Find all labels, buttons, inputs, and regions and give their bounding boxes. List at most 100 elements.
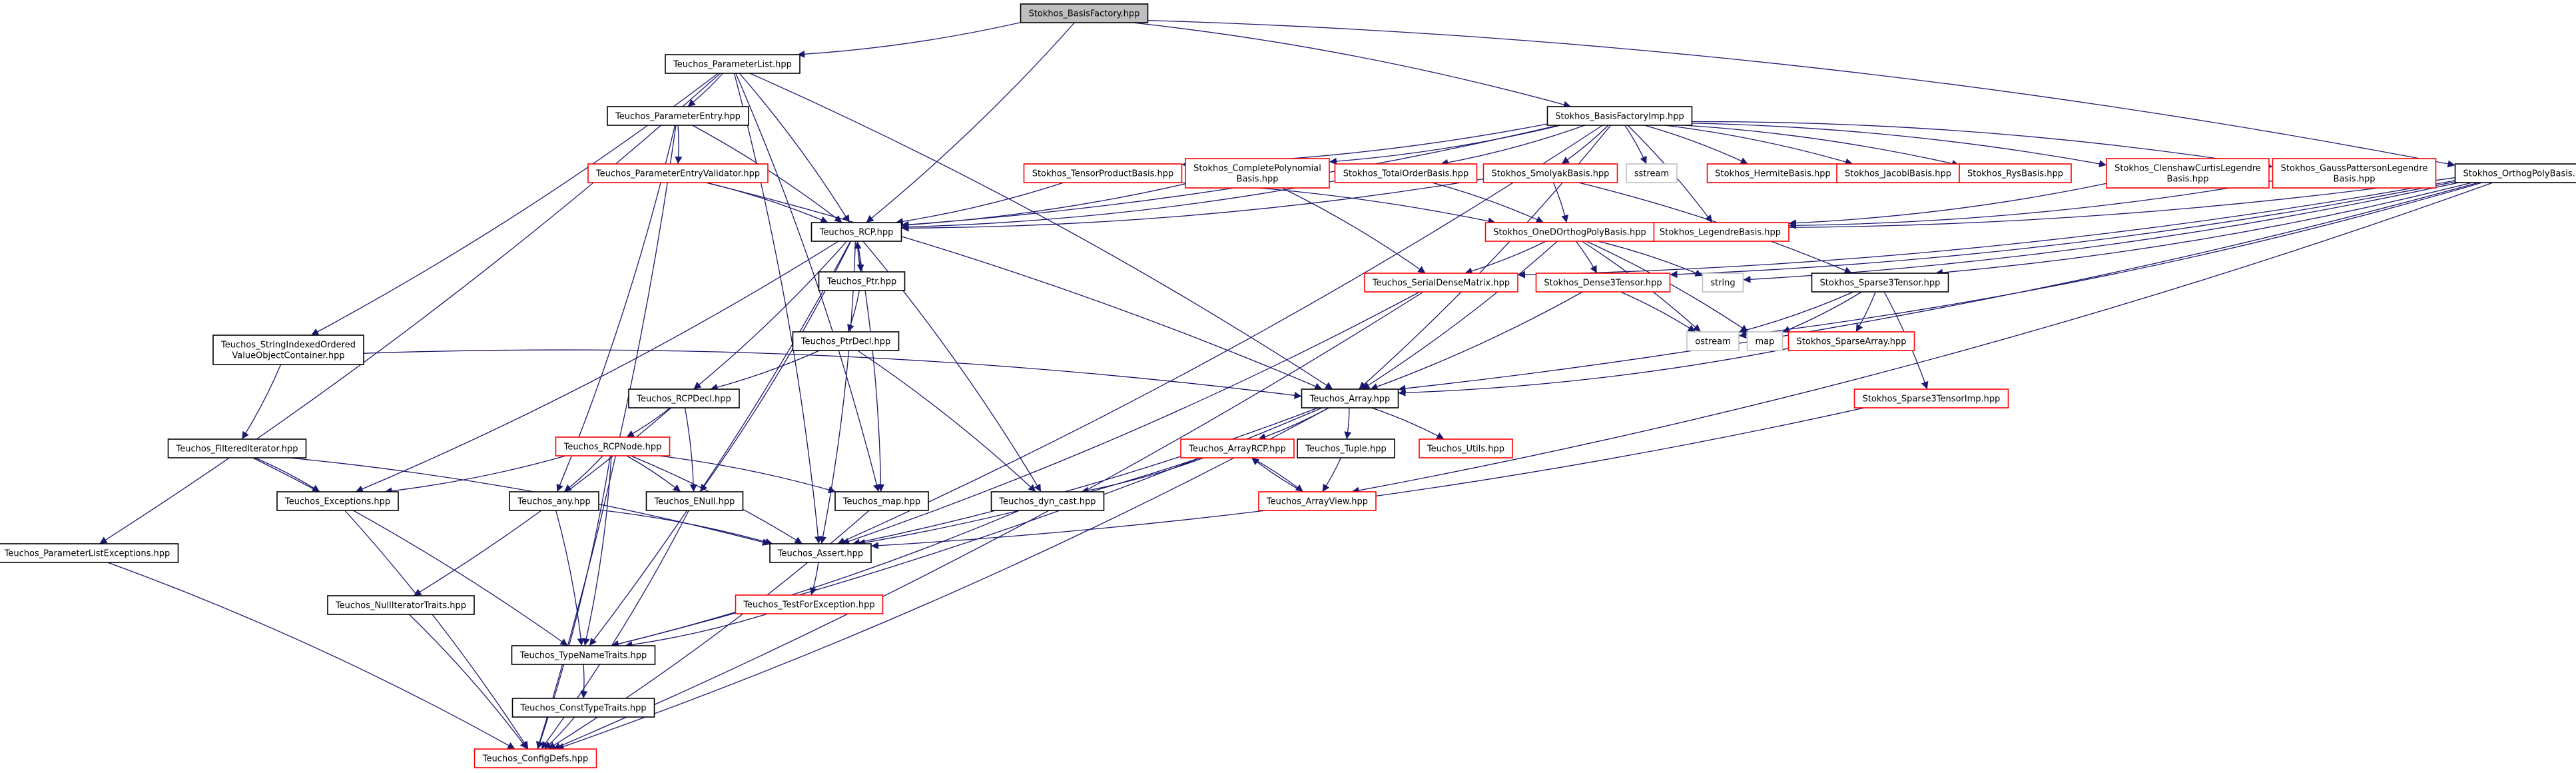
edge-line [1788,180,2273,229]
node-label: Teuchos_any.hpp [517,497,591,507]
node-bf[interactable]: Stokhos_BasisFactory.hpp [1020,3,1149,23]
node-label-line: Teuchos_any.hpp [517,497,591,507]
node-pl[interactable]: Teuchos_ParameterList.hpp [665,54,801,74]
node-cfg[interactable]: Teuchos_ConfigDefs.hpp [474,748,597,768]
node-label-line: Stokhos_Sparse3Tensor.hpp [1820,279,1941,289]
edge-line [1620,291,1696,333]
node-hb[interactable]: Stokhos_HermiteBasis.hpp [1706,163,1839,183]
node-label: Teuchos_Exceptions.hpp [284,497,390,507]
edge-line [556,407,1329,750]
node-label-line: Teuchos_Exceptions.hpp [284,497,390,507]
node-box [1023,163,1183,183]
edge-av-to-arcp [1251,457,1304,492]
node-rcp[interactable]: Teuchos_RCP.hpp [810,222,902,242]
node-tnt[interactable]: Teuchos_TypeNameTraits.hpp [511,645,656,665]
node-label-line: Teuchos_Utils.hpp [1427,444,1504,454]
node-label-line: Teuchos_ArrayRCP.hpp [1188,444,1286,454]
node-pev[interactable]: Teuchos_ParameterEntryValidator.hpp [587,163,769,183]
node-label: Stokhos_TensorProductBasis.hpp [1032,169,1174,179]
node-enull[interactable]: Teuchos_ENull.hpp [645,491,744,511]
node-sdm[interactable]: Teuchos_SerialDenseMatrix.hpp [1364,273,1518,293]
node-sa[interactable]: Stokhos_SparseArray.hpp [1787,331,1915,351]
edge-s3t-to-sa [1855,291,1876,333]
node-label-line: Stokhos_TensorProductBasis.hpp [1032,169,1174,179]
node-tuple[interactable]: Teuchos_Tuple.hpp [1297,438,1395,458]
node-string[interactable]: string [1702,273,1744,293]
node-nit[interactable]: Teuchos_NullIteratorTraits.hpp [327,595,475,615]
node-ostream[interactable]: ostream [1686,331,1740,351]
node-label-line: Teuchos_StringIndexedOrdered [220,341,356,351]
node-jb[interactable]: Stokhos_JacobiBasis.hpp [1836,163,1960,183]
edge-line [1441,125,1585,167]
node-exc[interactable]: Teuchos_Exceptions.hpp [276,491,399,511]
node-tpb[interactable]: Stokhos_TensorProductBasis.hpp [1023,163,1183,183]
node-pe[interactable]: Teuchos_ParameterEntry.hpp [607,106,749,126]
node-box [1626,163,1678,183]
node-map[interactable]: Teuchos_map.hpp [834,491,929,511]
node-box [511,698,655,718]
node-lb[interactable]: Stokhos_LegendreBasis.hpp [1651,222,1789,242]
edge-bf-to-ob [1147,19,2455,168]
edge-sb-to-odob [1553,182,1569,223]
node-box [607,106,749,126]
edge-line [355,241,839,492]
node-dyn[interactable]: Teuchos_dyn_cast.hpp [990,491,1105,511]
node-odob[interactable]: Stokhos_OneDOrthogPolyBasis.hpp [1484,222,1655,242]
node-ptrd[interactable]: Teuchos_PtrDecl.hpp [792,331,900,351]
node-rcpn[interactable]: Teuchos_RCPNode.hpp [555,436,671,456]
node-ctt[interactable]: Teuchos_ConstTypeTraits.hpp [511,698,655,718]
edge-line [1664,125,1853,166]
node-box [1482,163,1618,183]
node-arcp[interactable]: Teuchos_ArrayRCP.hpp [1180,438,1295,458]
node-ob[interactable]: Stokhos_OrthogPolyBasis.hpp [2454,163,2576,183]
node-any[interactable]: Teuchos_any.hpp [509,491,599,511]
node-bfi[interactable]: Stokhos_BasisFactoryImp.hpp [1546,106,1693,126]
edge-pe-to-rcp [692,125,842,223]
node-d3t[interactable]: Stokhos_Dense3Tensor.hpp [1535,273,1671,293]
node-rcpd[interactable]: Teuchos_RCPDecl.hpp [628,388,740,408]
node-rb[interactable]: Stokhos_RysBasis.hpp [1959,163,2072,183]
node-mapstd[interactable]: map [1746,331,1783,351]
edge-line [583,455,612,646]
edge-sio-to-arr [363,349,1302,399]
edge-line [1464,241,1546,275]
node-ptr[interactable]: Teuchos_Ptr.hpp [818,271,906,291]
node-box [1258,491,1377,511]
node-box [628,388,740,408]
edge-line [1598,241,1703,277]
edge-sdm-to-cfg [553,291,1424,750]
edge-line [1644,125,1748,165]
edge-line [99,73,721,544]
node-label: Stokhos_OrthogPolyBasis.hpp [2463,169,2576,179]
edge-line [1670,181,2455,279]
node-tfe[interactable]: Teuchos_TestForException.hpp [735,594,884,614]
node-s3t[interactable]: Stokhos_Sparse3Tensor.hpp [1811,273,1949,293]
edge-bfi-to-hb [1644,125,1748,165]
edge-bfi-to-gplb [1692,121,2273,170]
node-utils[interactable]: Teuchos_Utils.hpp [1419,438,1513,458]
node-av[interactable]: Teuchos_ArrayView.hpp [1258,491,1377,511]
node-fi[interactable]: Teuchos_FilteredIterator.hpp [167,438,307,458]
node-ple[interactable]: Teuchos_ParameterListExceptions.hpp [0,543,179,563]
node-box [1419,438,1513,458]
node-s3ti[interactable]: Stokhos_Sparse3TensorImp.hpp [1853,388,2009,408]
edge-fi-to-exc [254,457,320,492]
edge-line [706,182,828,223]
node-assert[interactable]: Teuchos_Assert.hpp [769,543,872,563]
node-box [1651,222,1789,242]
node-arr[interactable]: Teuchos_Array.hpp [1301,388,1399,408]
edge-nit-to-cfg [408,614,528,750]
node-box [818,271,906,291]
node-sstream[interactable]: sstream [1626,163,1678,183]
node-sb[interactable]: Stokhos_SmolyakBasis.hpp [1482,163,1618,183]
node-tob[interactable]: Stokhos_TotalOrderBasis.hpp [1334,163,1478,183]
edge-line [555,510,585,646]
node-box [810,222,902,242]
edge-line [1743,182,2459,283]
edge-s3t-to-mapstd [1782,291,1862,333]
